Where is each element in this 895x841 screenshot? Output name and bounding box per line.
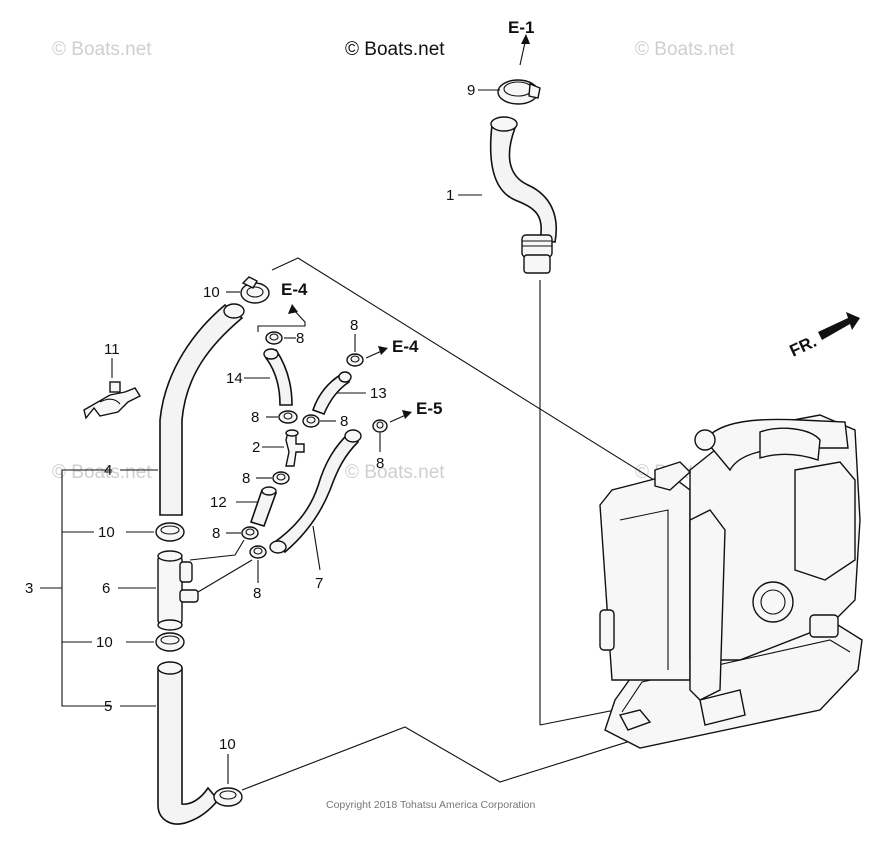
clamp-part-8-e[interactable] xyxy=(302,414,320,428)
hose-part-5[interactable] xyxy=(157,661,220,825)
ref-label-e4-right: E-4 xyxy=(392,337,419,356)
copyright-notice: Copyright 2018 Tohatsu America Corporati… xyxy=(326,799,536,811)
label-part-10-upper: 10 xyxy=(98,524,115,541)
label-part-2: 2 xyxy=(252,439,260,456)
hose-part-13[interactable] xyxy=(311,371,352,416)
label-part-8-a: 8 xyxy=(296,330,304,347)
label-part-8-c: 8 xyxy=(242,470,250,487)
label-part-8-d: 8 xyxy=(350,317,358,334)
clamp-part-9[interactable] xyxy=(497,79,541,105)
clamp-part-10-bottom[interactable] xyxy=(213,787,243,807)
tube-part-12[interactable] xyxy=(249,486,278,527)
label-part-8-h: 8 xyxy=(253,585,261,602)
watermark-top-right: © Boats.net xyxy=(635,39,735,60)
label-part-8-f: 8 xyxy=(376,455,384,472)
watermark-top-left: © Boats.net xyxy=(52,39,152,60)
engine-assembly xyxy=(599,414,863,749)
watermark-mid-center: © Boats.net xyxy=(345,462,445,483)
label-part-8-e: 8 xyxy=(340,413,348,430)
hose-part-1[interactable] xyxy=(489,116,557,274)
label-part-10-lower: 10 xyxy=(96,634,113,651)
clamp-part-10-upper[interactable] xyxy=(155,522,185,542)
clamp-part-8-g[interactable] xyxy=(241,526,259,540)
clamp-part-8-d[interactable] xyxy=(346,353,364,367)
label-part-14: 14 xyxy=(226,370,243,387)
watermark-top-center: © Boats.net xyxy=(345,39,445,60)
clamp-part-8-h[interactable] xyxy=(249,545,267,559)
label-part-10-top: 10 xyxy=(203,284,220,301)
clamp-part-10-lower[interactable] xyxy=(155,632,185,652)
clamp-part-8-b[interactable] xyxy=(278,410,298,424)
label-part-10-bottom: 10 xyxy=(219,736,236,753)
label-part-8-g: 8 xyxy=(212,525,220,542)
ref-label-e4-top: E-4 xyxy=(281,280,308,299)
ref-label-front: FR. xyxy=(787,332,820,361)
clamp-part-8-a[interactable] xyxy=(265,331,283,345)
label-part-8-b: 8 xyxy=(251,409,259,426)
label-part-5: 5 xyxy=(104,698,112,715)
label-part-6: 6 xyxy=(102,580,110,597)
front-direction-arrow xyxy=(818,312,860,340)
hose-part-4[interactable] xyxy=(159,303,245,516)
label-part-13: 13 xyxy=(370,385,387,402)
label-part-11: 11 xyxy=(104,341,120,358)
label-part-12: 12 xyxy=(210,494,227,511)
label-part-3: 3 xyxy=(25,580,33,597)
tee-part-2[interactable] xyxy=(285,429,305,467)
ref-label-e5: E-5 xyxy=(416,399,442,418)
hose-part-14[interactable] xyxy=(263,348,293,406)
bracket-part-11[interactable] xyxy=(83,381,142,420)
ref-label-e1: E-1 xyxy=(508,18,534,37)
clamp-part-8-f[interactable] xyxy=(372,419,388,433)
label-part-7: 7 xyxy=(315,575,323,592)
watermark-mid-left: © Boats.net xyxy=(52,462,152,483)
hose-part-7[interactable] xyxy=(269,429,362,554)
label-part-4: 4 xyxy=(104,462,112,479)
clamp-part-10-top[interactable] xyxy=(240,276,270,304)
joint-part-6[interactable] xyxy=(157,550,199,631)
clamp-part-8-c[interactable] xyxy=(272,471,290,485)
label-part-1: 1 xyxy=(446,187,454,204)
label-part-9: 9 xyxy=(467,82,475,99)
